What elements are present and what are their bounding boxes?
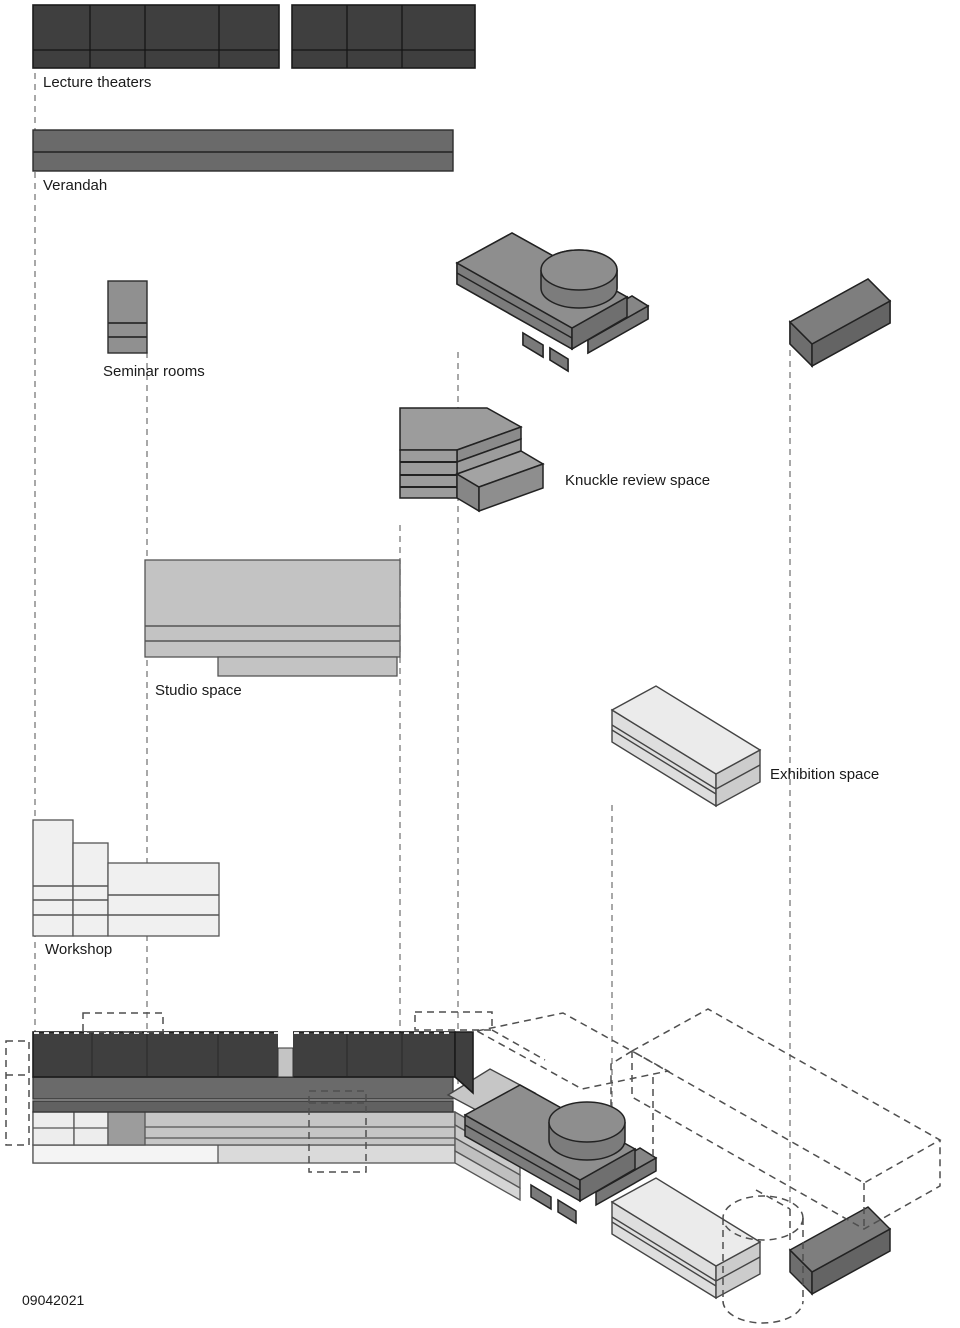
ghost-knuckle-roof (474, 1012, 671, 1090)
date-stamp: 09042021 (22, 1292, 85, 1308)
exhibition-top-face (610, 685, 762, 775)
bar-exploded (789, 278, 891, 367)
ghost-rect-seminar (82, 1012, 164, 1033)
seminar-bar (107, 280, 148, 354)
asm-cell-dark (107, 1111, 146, 1146)
lecture-divisions (33, 5, 475, 68)
asm-wrap-band-4 (454, 1149, 521, 1202)
exhibition-box (610, 685, 762, 808)
lecture-theaters-block: Lecture theaters (32, 4, 476, 91)
knuckle-review-space-label: Knuckle review space (565, 472, 710, 489)
ghost-outlines (5, 1008, 942, 1324)
ghost-exhibition-notch (610, 1050, 654, 1157)
knuckle-review-space-block: Knuckle review space (399, 407, 710, 513)
exhibition-tier-lines (611, 724, 761, 795)
asm-roof-gap (278, 1031, 293, 1048)
ghost-bracket-left (5, 1040, 30, 1146)
asm-lecture-row (32, 1031, 456, 1078)
workshop-label: Workshop (45, 941, 112, 958)
ghost-drum-body (722, 1218, 804, 1324)
seminar-rooms-label: Seminar rooms (103, 363, 205, 380)
ghost-diagonal (491, 1029, 546, 1061)
workshop-col-2 (72, 842, 109, 937)
asm-workshop-row-left (32, 1144, 219, 1164)
workshop-divisions (33, 885, 219, 916)
studio-divisions (145, 625, 400, 642)
ghost-rect-mid (308, 1090, 367, 1173)
asm-roof-gap-pillar (277, 1047, 294, 1078)
workshop-wing (107, 862, 220, 937)
ghost-rect-knuckle (414, 1011, 493, 1031)
exhibition-assembled (611, 1177, 761, 1299)
asm-studio-lines (33, 1126, 455, 1139)
asm-verandah-row-2 (32, 1100, 454, 1113)
lecture-theaters-label: Lecture theaters (43, 74, 151, 91)
knuckle-exploded (456, 232, 649, 372)
bar-assembled (789, 1206, 891, 1295)
asm-lecture-end-cap (454, 1031, 474, 1095)
verandah-block: Verandah (32, 129, 454, 194)
seminar-rooms-block: Seminar rooms (103, 280, 205, 380)
verandah-label: Verandah (43, 177, 107, 194)
studio-space-block: Studio space (144, 559, 401, 699)
review-step-front (478, 462, 544, 513)
lecture-block-2 (291, 4, 476, 69)
ghost-exhibition-top (630, 1008, 942, 1184)
studio-lower-band (217, 656, 398, 677)
review-left-bands (400, 461, 457, 488)
seminar-divisions (108, 322, 147, 338)
workshop-col-1 (32, 819, 74, 937)
lecture-block-1 (32, 4, 280, 69)
asm-lecture-divisions (91, 1033, 403, 1076)
verandah-bar (32, 129, 454, 172)
studio-main (144, 559, 401, 658)
asm-verandah-row-1 (32, 1076, 454, 1100)
assembled-building (32, 1031, 537, 1202)
studio-space-label: Studio space (155, 682, 242, 699)
ghost-step-bar (755, 1189, 791, 1240)
ghost-exhibition-body (631, 1051, 941, 1230)
ghost-drum-top (722, 1195, 804, 1241)
exhibition-space-label: Exhibition space (770, 766, 879, 783)
workshop-block: Workshop (32, 819, 220, 958)
